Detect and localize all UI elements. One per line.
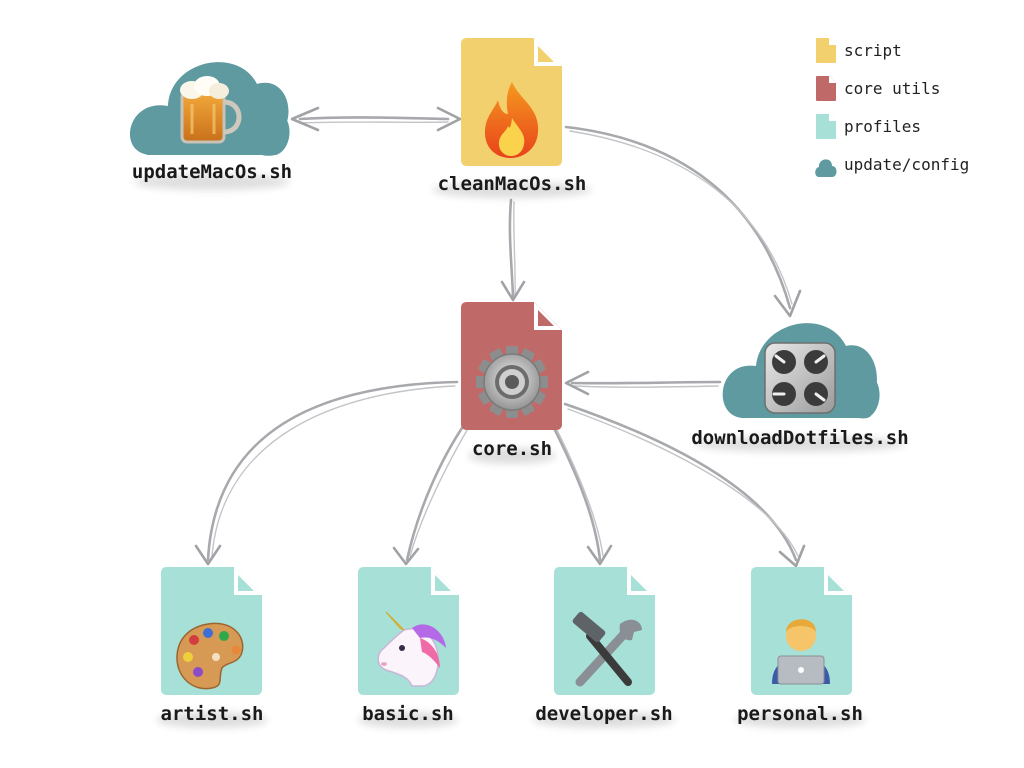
hammer-and-wrench-icon <box>572 611 642 687</box>
edge-update-to-clean <box>290 106 462 132</box>
legend-item-profiles: profiles <box>816 114 921 139</box>
profile-file-swatch <box>816 114 836 139</box>
node-label-core: core.sh <box>472 438 552 460</box>
node-artist[interactable]: artist.sh <box>156 567 268 728</box>
control-knobs-icon <box>764 342 836 414</box>
legend-item-script: script <box>816 38 902 63</box>
edge-dotfiles-to-core <box>564 370 722 396</box>
edge-core-to-artist <box>194 380 459 566</box>
legend-item-core-utils: core utils <box>816 76 940 101</box>
edges <box>194 106 806 568</box>
edge-core-to-developer <box>550 422 613 566</box>
node-personal[interactable]: personal.sh <box>734 567 866 728</box>
legend: script core utils profiles update/config <box>815 38 969 177</box>
node-clean-macos[interactable]: cleanMacOs.sh <box>432 38 592 198</box>
node-label-basic: basic.sh <box>362 703 454 725</box>
legend-item-update-config: update/config <box>815 155 969 177</box>
edge-clean-to-core <box>500 198 526 302</box>
fire-icon <box>484 82 539 158</box>
node-label-clean-macos: cleanMacOs.sh <box>438 173 587 195</box>
node-label-download-dotfiles: downloadDotfiles.sh <box>691 427 908 449</box>
node-download-dotfiles[interactable]: downloadDotfiles.sh <box>691 323 909 452</box>
node-core[interactable]: core.sh <box>461 302 562 464</box>
legend-label: profiles <box>844 117 921 136</box>
beer-mug-icon <box>180 76 242 144</box>
node-basic[interactable]: basic.sh <box>358 567 459 728</box>
node-update-macos[interactable]: updateMacOs.sh <box>129 62 292 190</box>
edge-clean-to-dotfiles <box>564 125 802 318</box>
gear-icon <box>476 346 548 418</box>
script-file-swatch <box>816 38 836 63</box>
node-developer[interactable]: developer.sh <box>532 567 676 728</box>
legend-label: core utils <box>844 79 940 98</box>
node-label-developer: developer.sh <box>535 703 672 725</box>
node-label-artist: artist.sh <box>161 703 264 725</box>
unicorn-icon <box>377 611 446 687</box>
edge-core-to-personal <box>563 402 806 568</box>
core-utils-file-swatch <box>816 76 836 101</box>
technologist-icon <box>772 619 830 685</box>
artist-palette-icon <box>176 622 244 690</box>
legend-label: update/config <box>844 155 969 174</box>
node-label-personal: personal.sh <box>737 703 863 725</box>
edge-core-to-basic <box>392 420 471 566</box>
legend-label: script <box>844 41 902 60</box>
cloud-swatch <box>815 159 837 177</box>
node-label-update-macos: updateMacOs.sh <box>132 161 292 183</box>
